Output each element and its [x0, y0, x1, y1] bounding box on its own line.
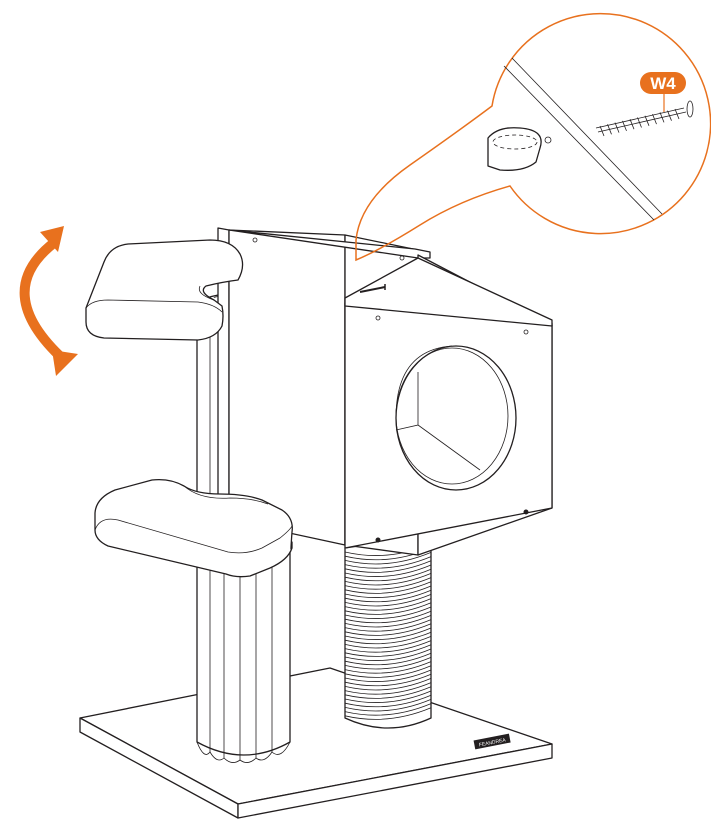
upper-platform: [85, 239, 244, 341]
brand-logo-plate: FEANDREA: [473, 733, 511, 750]
sisal-post: [344, 534, 432, 729]
condo-box: [217, 227, 553, 556]
screw-icon: [595, 100, 694, 137]
screw-icon: [359, 284, 386, 293]
curved-double-arrow-icon: [19, 226, 78, 376]
part-label-text: W4: [650, 74, 676, 93]
brand-logo-text: FEANDREA: [478, 737, 507, 748]
base-board: FEANDREA: [79, 667, 553, 819]
detail-callout: W4: [355, 12, 711, 262]
lower-platform: [94, 478, 293, 578]
part-label-badge: W4: [640, 72, 686, 112]
